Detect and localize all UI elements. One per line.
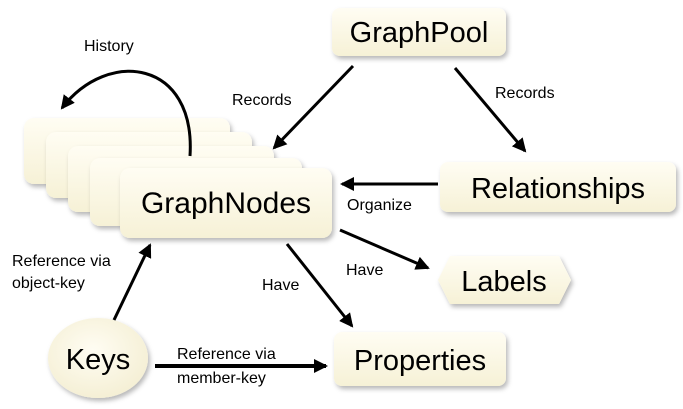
labels-label: Labels [461,266,546,298]
graphpool-node: GraphPool [332,8,506,56]
history-label: History [84,38,134,55]
keys-node: Keys [48,318,148,398]
records-arrow-left [272,64,355,150]
history-arrow [60,69,192,157]
reference-object-label-line1: Reference via [12,253,111,270]
properties-label: Properties [354,345,486,377]
have-labels-arrow [339,228,430,270]
reference-member-label-line1: Reference via [177,346,276,363]
records-label-left: Records [232,92,292,109]
organize-label: Organize [347,197,412,214]
graphpool-label: GraphPool [350,17,489,49]
keys-label: Keys [66,344,130,376]
have-properties-label: Have [262,277,299,294]
reference-member-label-line2: member-key [177,370,266,387]
graphnodes-node: GraphNodes [120,168,332,238]
records-label-right: Records [495,85,555,102]
properties-node: Properties [334,332,506,386]
records-arrow-right [453,67,527,153]
have-labels-label: Have [346,262,383,279]
labels-node: Labels [438,256,571,304]
graphnodes-label: GraphNodes [141,187,311,220]
have-properties-arrow [285,243,354,328]
reference-object-arrow [112,243,152,321]
relationships-label: Relationships [471,173,645,205]
relationships-node: Relationships [440,162,676,212]
reference-object-label-line2: object-key [12,275,85,292]
